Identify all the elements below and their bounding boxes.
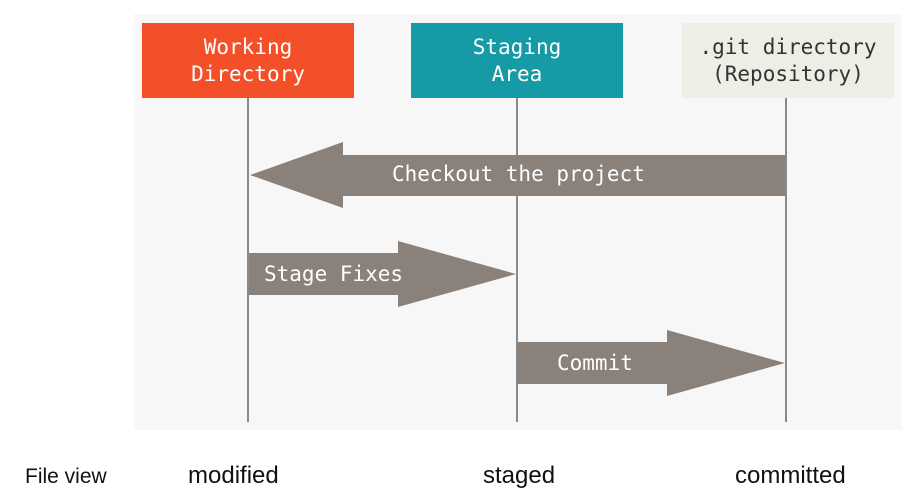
checkout-arrow	[250, 142, 785, 208]
commit-arrow	[517, 330, 785, 396]
repository-box: .git directory (Repository)	[682, 23, 894, 98]
stage-fixes-arrow	[249, 241, 516, 307]
working-directory-box: Working Directory	[142, 23, 354, 98]
staging-area-lifeline	[516, 98, 518, 422]
committed-state-label: committed	[735, 462, 846, 489]
commit-arrow-label: Commit	[557, 351, 633, 375]
repository-lifeline	[785, 98, 787, 422]
staging-area-box: Staging Area	[411, 23, 623, 98]
staged-state-label: staged	[483, 462, 556, 489]
stage-fixes-arrow-label: Stage Fixes	[264, 262, 404, 286]
working-directory-lifeline	[247, 98, 249, 422]
checkout-arrow-label: Checkout the project	[392, 162, 645, 186]
file-view-label: File view	[25, 465, 107, 488]
modified-state-label: modified	[188, 462, 279, 489]
